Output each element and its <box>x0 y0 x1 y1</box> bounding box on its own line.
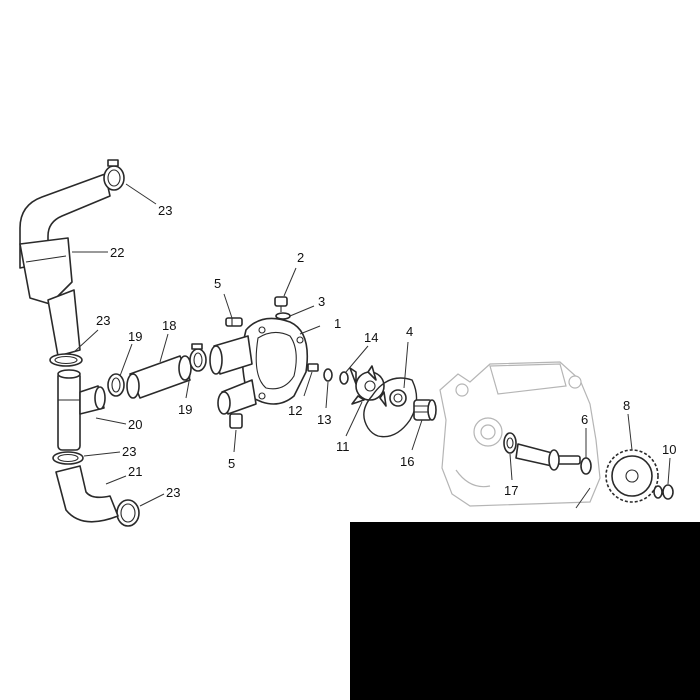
callout-11: 11 <box>336 439 350 454</box>
part-14-washer <box>339 371 349 385</box>
part-22-upper-hose <box>19 173 111 357</box>
part-11-impeller <box>349 365 387 407</box>
part-19-clip-left <box>107 373 125 397</box>
leader-lines <box>72 183 671 509</box>
part-10-circlip <box>662 484 674 500</box>
callout-18: 18 <box>162 318 176 333</box>
part-20-t-fitting <box>57 369 106 451</box>
part-5-screw-upper <box>225 317 243 327</box>
callout-22: 22 <box>110 245 124 260</box>
callout-4: 4 <box>406 324 413 339</box>
callout-16: 16 <box>400 454 414 469</box>
part-19-clip-right <box>189 343 207 372</box>
part-3-washer <box>275 312 291 320</box>
part-16-seal <box>413 399 437 421</box>
part-4-gasket <box>363 377 418 438</box>
part-23-clip-bottom <box>116 499 140 527</box>
pump-shaft <box>515 443 581 471</box>
callout-3: 3 <box>318 294 325 309</box>
part-23-clip-mid <box>49 353 83 367</box>
part-17-seal <box>503 432 517 454</box>
part-washer-9 <box>653 485 663 499</box>
callout-20: 20 <box>128 417 142 432</box>
callout-5: 5 <box>214 276 221 291</box>
callout-23: 23 <box>158 203 172 218</box>
callout-1: 1 <box>334 316 341 331</box>
black-overlay-region <box>350 522 700 700</box>
part-13-washer <box>323 368 333 382</box>
callout-5: 5 <box>228 456 235 471</box>
part-18-short-hose <box>126 355 192 399</box>
part-23-clip-lower <box>52 451 84 465</box>
callout-23: 23 <box>96 313 110 328</box>
callout-12: 12 <box>288 403 302 418</box>
callout-19: 19 <box>178 402 192 417</box>
crankcase-housing <box>439 361 601 507</box>
callout-8: 8 <box>623 398 630 413</box>
callout-23: 23 <box>122 444 136 459</box>
part-12-stud <box>307 363 319 372</box>
part-8-pump-gear <box>605 449 659 503</box>
callout-6: 6 <box>581 412 588 427</box>
callout-23: 23 <box>166 485 180 500</box>
callout-13: 13 <box>317 412 331 427</box>
callout-17: 17 <box>504 483 518 498</box>
part-6-washer <box>580 457 592 475</box>
part-2-bolt <box>274 296 288 312</box>
part-1-pump-cover <box>209 317 309 415</box>
part-21-lower-hose <box>55 465 119 523</box>
callout-14: 14 <box>364 330 378 345</box>
callout-10: 10 <box>662 442 676 457</box>
part-23-clip-top <box>103 159 125 191</box>
callout-2: 2 <box>297 250 304 265</box>
callout-21: 21 <box>128 464 142 479</box>
callout-19: 19 <box>128 329 142 344</box>
part-5-screw-lower <box>229 413 243 429</box>
